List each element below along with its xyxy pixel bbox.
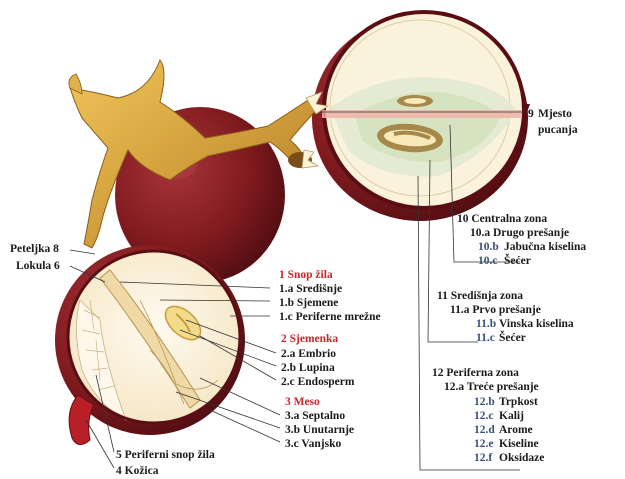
label-9-b: pucanja bbox=[538, 124, 578, 136]
label-10b-num: 10.b bbox=[478, 241, 499, 253]
label-10b-text: Jabučna kiselina bbox=[504, 241, 586, 253]
label-2c: 2.c Endosperm bbox=[281, 376, 355, 388]
label-12b-text: Trpkost bbox=[499, 396, 538, 408]
label-11b-num: 11.b bbox=[476, 318, 496, 330]
label-1c: 1.c Periferne mrežne bbox=[279, 311, 381, 323]
heading-3: 3 Meso bbox=[285, 396, 320, 408]
label-11a: 11.a Prvo prešanje bbox=[450, 304, 541, 316]
label-11c-text: Šećer bbox=[499, 330, 526, 344]
label-12a: 12.a Treće prešanje bbox=[444, 381, 539, 393]
label-4: 4 Kožica bbox=[116, 465, 159, 477]
label-12c-text: Kalij bbox=[499, 410, 524, 422]
label-6: Lokula 6 bbox=[16, 260, 60, 272]
label-10a: 10.a Drugo prešanje bbox=[470, 227, 569, 239]
label-12d-text: Arome bbox=[499, 424, 533, 436]
label-3a: 3.a Septalno bbox=[285, 410, 345, 422]
label-12f-text: Oksidaze bbox=[499, 452, 544, 464]
label-12d-num: 12.d bbox=[474, 424, 495, 436]
label-5: 5 Periferni snop žila bbox=[116, 449, 215, 461]
label-9-a: Mjesto bbox=[538, 108, 572, 120]
cut-grape-right bbox=[312, 12, 530, 221]
heading-1: 1 Snop žila bbox=[279, 269, 333, 281]
label-12f-num: 12.f bbox=[474, 452, 492, 464]
label-12c-num: 12.c bbox=[474, 410, 493, 422]
label-8: Peteljka 8 bbox=[10, 243, 59, 255]
label-12e-text: Kiseline bbox=[499, 438, 539, 450]
label-1b: 1.b Sjemene bbox=[279, 297, 338, 309]
label-11c-num: 11.c bbox=[476, 332, 495, 344]
label-10c-num: 10.c bbox=[478, 255, 497, 267]
label-2b: 2.b Lupina bbox=[281, 362, 335, 374]
cut-grape-left bbox=[55, 245, 245, 445]
label-10c-text: Šećer bbox=[504, 253, 531, 267]
label-11b-text: Vinska kiselina bbox=[499, 318, 574, 330]
heading-2: 2 Sjemenka bbox=[281, 333, 338, 345]
label-10: 10 Centralna zona bbox=[457, 213, 547, 225]
label-12e-num: 12.e bbox=[474, 438, 493, 450]
label-1a: 1.a Središnje bbox=[279, 283, 342, 295]
label-12b-num: 12.b bbox=[474, 396, 495, 408]
label-3c: 3.c Vanjsko bbox=[285, 438, 341, 450]
label-9-num: 9 bbox=[528, 108, 534, 120]
label-11: 11 Središnja zona bbox=[437, 290, 523, 302]
label-12: 12 Periferna zona bbox=[432, 367, 519, 379]
label-3b: 3.b Unutarnje bbox=[285, 424, 354, 436]
label-2a: 2.a Embrio bbox=[281, 348, 336, 360]
